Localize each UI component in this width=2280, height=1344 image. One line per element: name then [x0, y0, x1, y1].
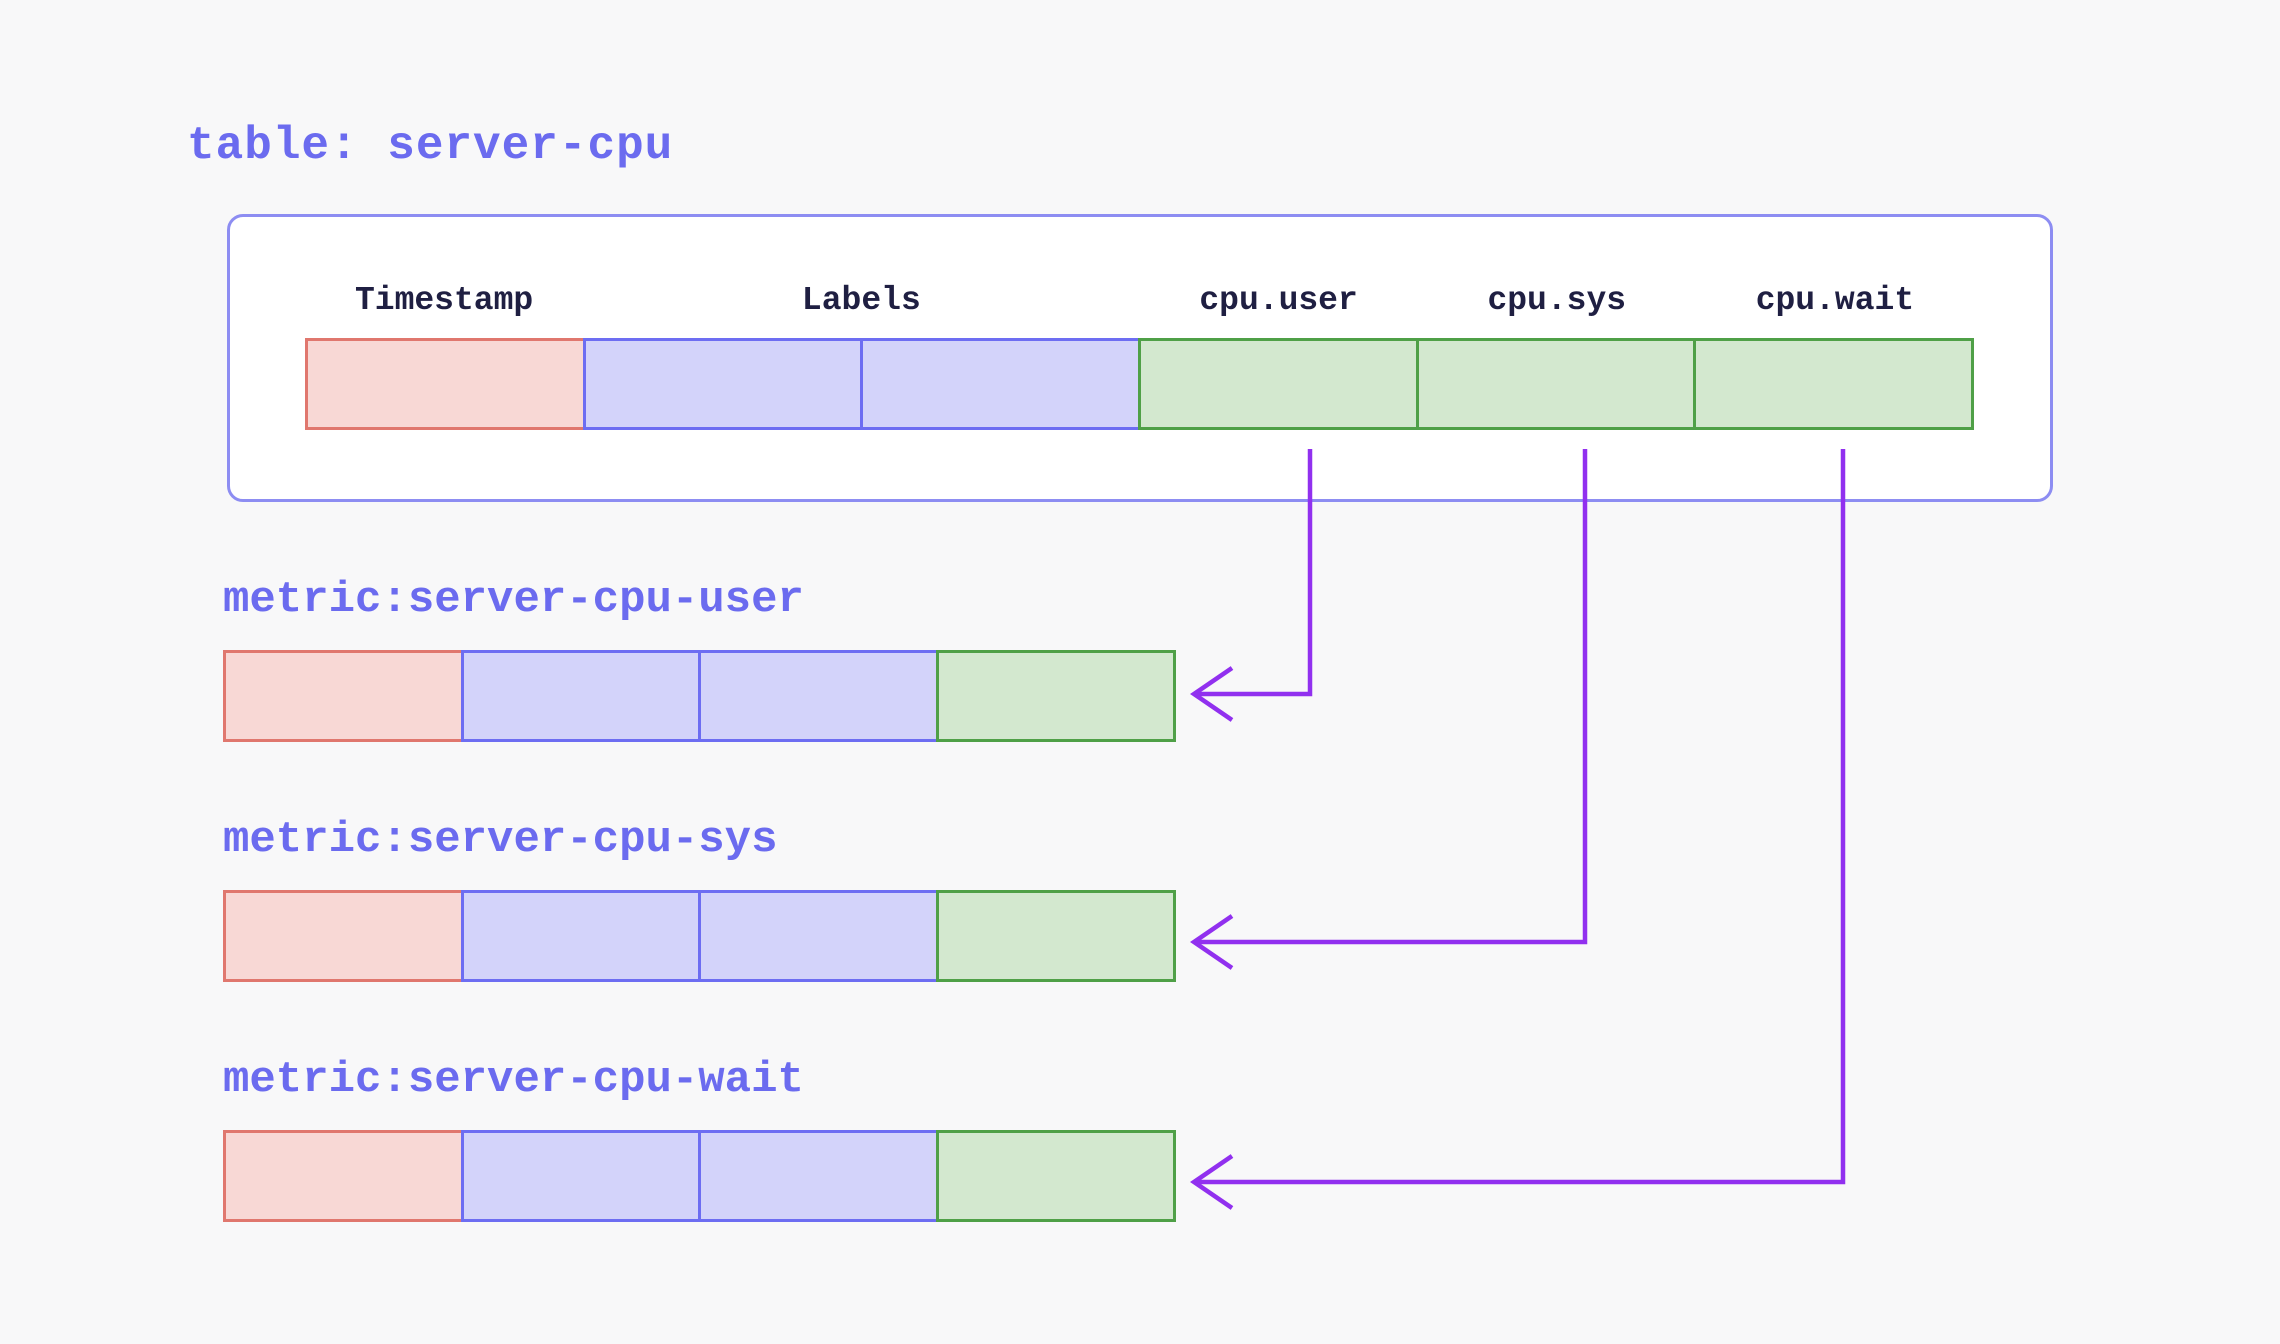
value-cell — [935, 1130, 1176, 1222]
arrow-line — [1196, 449, 1846, 1185]
table-panel: Timestamp Labels cpu.user cpu.sys cpu.wait — [227, 214, 2053, 502]
label-cell — [460, 1130, 701, 1222]
timestamp-cell — [223, 1130, 464, 1222]
metric-row-wait — [223, 1130, 1176, 1222]
metric-section-user: metric:server-cpu-user — [223, 576, 1179, 742]
column-header-timestamp: Timestamp — [354, 282, 534, 319]
value-cell — [1138, 338, 1419, 430]
table-cell-row — [305, 338, 1975, 430]
metric-title-sys: metric:server-cpu-sys — [223, 815, 778, 865]
metric-section-wait: metric:server-cpu-wait — [223, 1056, 1179, 1222]
label-cell — [860, 338, 1142, 430]
label-cell — [698, 650, 939, 742]
value-cell — [1415, 338, 1697, 430]
arrowhead-left-icon — [1190, 666, 1234, 722]
column-header-labels: Labels — [801, 282, 921, 319]
metric-title-wait: metric:server-cpu-wait — [223, 1055, 804, 1105]
value-cell — [935, 890, 1176, 982]
timestamp-cell — [305, 338, 586, 430]
column-header-cpu-user: cpu.user — [1199, 282, 1358, 319]
arrowhead-left-icon — [1190, 1154, 1234, 1210]
label-cell — [460, 890, 701, 982]
value-cell — [935, 650, 1176, 742]
arrow-line — [1196, 449, 1588, 945]
metric-row-sys — [223, 890, 1176, 982]
label-cell — [582, 338, 864, 430]
column-header-cpu-wait: cpu.wait — [1755, 282, 1915, 319]
arrow-cpu-sys-to-metric — [1190, 449, 1588, 970]
column-header-row: Timestamp Labels cpu.user cpu.sys cpu.wait — [305, 281, 1974, 321]
table-title: table: server-cpu — [187, 120, 674, 172]
metric-section-sys: metric:server-cpu-sys — [223, 816, 1179, 982]
label-cell — [460, 650, 701, 742]
column-header-cpu-sys: cpu.sys — [1487, 282, 1627, 319]
metric-row-user — [223, 650, 1176, 742]
timestamp-cell — [223, 890, 464, 982]
timestamp-cell — [223, 650, 464, 742]
arrow-cpu-wait-to-metric — [1190, 449, 1846, 1210]
label-cell — [698, 1130, 939, 1222]
metric-title-user: metric:server-cpu-user — [223, 575, 804, 625]
label-cell — [698, 890, 939, 982]
arrowhead-left-icon — [1190, 914, 1234, 970]
value-cell — [1693, 338, 1975, 430]
